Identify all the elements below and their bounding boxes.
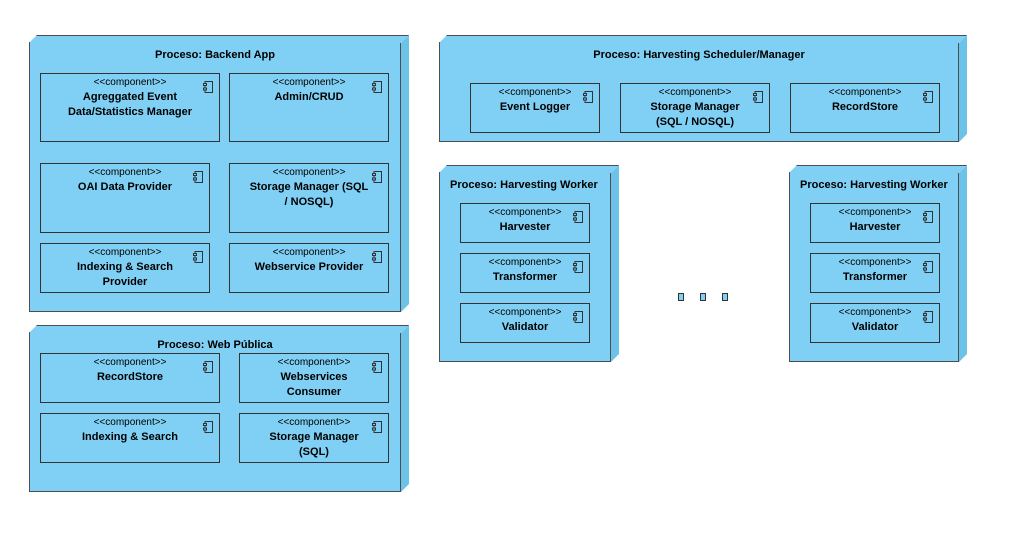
stereotype-label: <<component>> xyxy=(488,207,562,218)
component-icon xyxy=(193,171,203,183)
component-event-logger[interactable]: <<component>> Event Logger xyxy=(470,83,600,133)
stereotype-label: <<component>> xyxy=(272,167,346,178)
ellipsis-dot xyxy=(700,293,706,301)
component-indexing-search-provider[interactable]: <<component>> Indexing & Search Provider xyxy=(40,243,210,293)
stereotype-label: <<component>> xyxy=(93,77,167,88)
component-name: Storage Manager (SQL / NOSQL) xyxy=(249,181,369,208)
component-storage-manager-sql[interactable]: <<component>> Storage Manager (SQL) xyxy=(239,413,389,463)
ellipsis-dot xyxy=(722,293,728,301)
component-icon xyxy=(573,311,583,323)
component-aggregated-event-manager[interactable]: <<component>> Agreggated Event Data/Stat… xyxy=(40,73,220,142)
component-icon xyxy=(203,81,213,93)
stereotype-label: <<component>> xyxy=(277,357,351,368)
node-backend-app[interactable]: Proceso: Backend App <<component>> Agreg… xyxy=(29,42,401,312)
component-transformer[interactable]: <<component>> Transformer xyxy=(810,253,940,293)
node-harvesting-worker-2[interactable]: Proceso: Harvesting Worker <<component>>… xyxy=(789,172,959,362)
stereotype-label: <<component>> xyxy=(272,77,346,88)
node-harvesting-scheduler[interactable]: Proceso: Harvesting Scheduler/Manager <<… xyxy=(439,42,959,142)
component-icon xyxy=(203,361,213,373)
node-web-publica[interactable]: Proceso: Web Pública <<component>> Recor… xyxy=(29,332,401,492)
component-icon xyxy=(372,421,382,433)
component-icon xyxy=(923,311,933,323)
component-oai-data-provider[interactable]: <<component>> OAI Data Provider xyxy=(40,163,210,233)
component-indexing-search[interactable]: <<component>> Indexing & Search xyxy=(40,413,220,463)
stereotype-label: <<component>> xyxy=(277,417,351,428)
component-name: Validator xyxy=(501,321,549,333)
component-name: OAI Data Provider xyxy=(77,181,173,193)
stereotype-label: <<component>> xyxy=(488,307,562,318)
component-icon xyxy=(372,81,382,93)
component-validator[interactable]: <<component>> Validator xyxy=(460,303,590,343)
component-name: Transformer xyxy=(492,271,558,283)
component-icon xyxy=(923,211,933,223)
component-name: Indexing & Search Provider xyxy=(77,261,173,288)
component-icon xyxy=(573,261,583,273)
component-name: Webservices Consumer xyxy=(280,371,348,398)
component-name: Storage Manager (SQL / NOSQL) xyxy=(650,101,740,128)
component-name: Indexing & Search xyxy=(82,431,178,443)
node-title: Proceso: Backend App xyxy=(154,49,275,61)
component-name: RecordStore xyxy=(96,371,164,383)
ellipsis-dot xyxy=(678,293,684,301)
node-harvesting-worker-1[interactable]: Proceso: Harvesting Worker <<component>>… xyxy=(439,172,611,362)
node-title: Proceso: Harvesting Worker xyxy=(800,179,948,191)
component-name: Transformer xyxy=(842,271,908,283)
component-name: Event Logger xyxy=(499,101,571,113)
node-title: Proceso: Web Pública xyxy=(157,339,273,351)
component-storage-manager[interactable]: <<component>> Storage Manager (SQL / NOS… xyxy=(229,163,389,233)
component-admin-crud[interactable]: <<component>> Admin/CRUD xyxy=(229,73,389,142)
component-harvester[interactable]: <<component>> Harvester xyxy=(460,203,590,243)
component-icon xyxy=(753,91,763,103)
node-title: Proceso: Harvesting Worker xyxy=(450,179,598,191)
component-icon xyxy=(573,211,583,223)
stereotype-label: <<component>> xyxy=(838,207,912,218)
component-icon xyxy=(193,251,203,263)
stereotype-label: <<component>> xyxy=(658,87,732,98)
stereotype-label: <<component>> xyxy=(88,167,162,178)
component-transformer[interactable]: <<component>> Transformer xyxy=(460,253,590,293)
component-icon xyxy=(372,251,382,263)
component-icon xyxy=(583,91,593,103)
component-webservices-consumer[interactable]: <<component>> Webservices Consumer xyxy=(239,353,389,403)
component-icon xyxy=(372,171,382,183)
component-icon xyxy=(372,361,382,373)
stereotype-label: <<component>> xyxy=(93,417,167,428)
stereotype-label: <<component>> xyxy=(488,257,562,268)
component-name: Harvester xyxy=(499,221,551,233)
stereotype-label: <<component>> xyxy=(828,87,902,98)
component-validator[interactable]: <<component>> Validator xyxy=(810,303,940,343)
component-name: Storage Manager (SQL) xyxy=(269,431,359,458)
component-name: Validator xyxy=(851,321,899,333)
component-name: Admin/CRUD xyxy=(274,91,344,103)
component-storage-manager[interactable]: <<component>> Storage Manager (SQL / NOS… xyxy=(620,83,770,133)
component-icon xyxy=(203,421,213,433)
stereotype-label: <<component>> xyxy=(498,87,572,98)
node-title: Proceso: Harvesting Scheduler/Manager xyxy=(593,49,805,61)
component-webservice-provider[interactable]: <<component>> Webservice Provider xyxy=(229,243,389,293)
component-icon xyxy=(923,261,933,273)
component-name: RecordStore xyxy=(831,101,899,113)
stereotype-label: <<component>> xyxy=(272,247,346,258)
component-recordstore[interactable]: <<component>> RecordStore xyxy=(40,353,220,403)
component-icon xyxy=(923,91,933,103)
component-recordstore[interactable]: <<component>> RecordStore xyxy=(790,83,940,133)
component-harvester[interactable]: <<component>> Harvester xyxy=(810,203,940,243)
component-name: Harvester xyxy=(849,221,901,233)
stereotype-label: <<component>> xyxy=(838,307,912,318)
component-name: Webservice Provider xyxy=(254,261,364,273)
stereotype-label: <<component>> xyxy=(88,247,162,258)
stereotype-label: <<component>> xyxy=(838,257,912,268)
component-name: Agreggated Event Data/Statistics Manager xyxy=(67,91,193,118)
stereotype-label: <<component>> xyxy=(93,357,167,368)
